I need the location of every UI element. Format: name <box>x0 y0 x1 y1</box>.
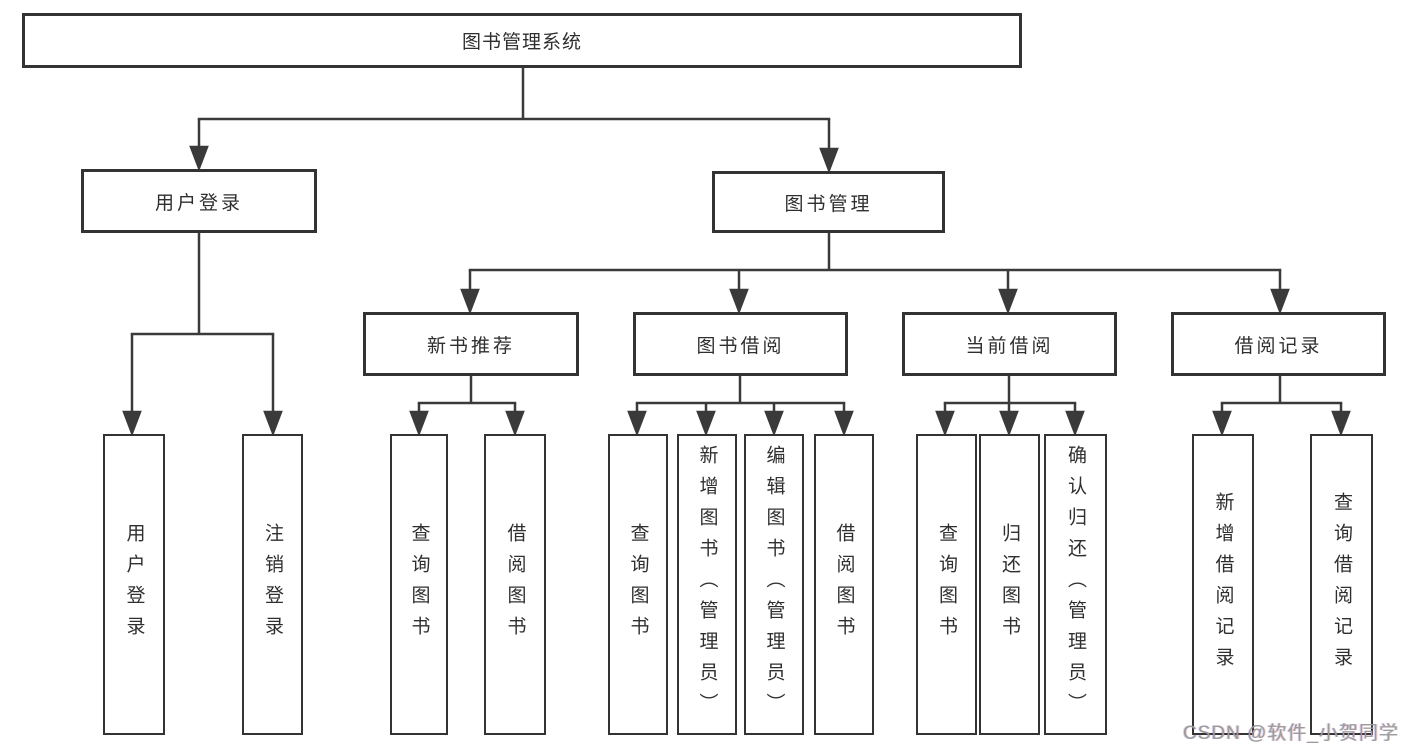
node-label: 借阅记录 <box>1234 335 1323 357</box>
leaf-label: 借阅图书 <box>504 522 526 647</box>
connector-user-login-to-leaves <box>122 233 283 437</box>
leaf-label: 用户登录 <box>123 522 145 647</box>
leaf-label: 查询图书 <box>627 522 649 647</box>
leaf-label: 归还图书 <box>999 522 1020 647</box>
connector-borrow-records-to-leaves <box>1212 376 1351 437</box>
leaf-label: 新增图书（管理员） <box>696 445 718 724</box>
leaf-label: 注销登录 <box>262 522 283 647</box>
node-book-management: 图书管理 <box>712 171 945 233</box>
connector-current-borrow-to-leaves <box>935 376 1085 437</box>
connector-book-borrow-to-leaves <box>627 376 854 437</box>
leaf-logout: 注销登录 <box>242 434 303 735</box>
leaf-add-book-admin: 新增图书（管理员） <box>677 434 737 735</box>
leaf-user-login: 用户登录 <box>103 434 165 735</box>
node-new-book-recommend: 新书推荐 <box>363 312 579 376</box>
connector-book-management-to-level2 <box>460 233 1290 315</box>
node-label: 新书推荐 <box>426 335 515 357</box>
leaf-query-books-current: 查询图书 <box>916 434 977 735</box>
node-book-borrow: 图书借阅 <box>633 312 848 376</box>
node-label: 图书借阅 <box>696 335 785 357</box>
node-user-login: 用户登录 <box>81 169 317 233</box>
csdn-watermark: CSDN @软件_小贺同学 <box>1183 723 1399 744</box>
leaf-return-book: 归还图书 <box>979 434 1040 735</box>
leaf-label: 查询借阅记录 <box>1331 491 1352 678</box>
leaf-confirm-return-admin: 确认归还（管理员） <box>1044 434 1107 735</box>
node-library-management-system: 图书管理系统 <box>22 13 1022 68</box>
leaf-label: 编辑图书（管理员） <box>763 445 785 724</box>
node-label: 图书管理系统 <box>461 32 582 53</box>
leaf-borrow-books-recommend: 借阅图书 <box>484 434 546 735</box>
leaf-label: 借阅图书 <box>833 522 855 647</box>
leaf-label: 查询图书 <box>408 522 430 647</box>
connector-new-book-recommend-to-leaves <box>409 376 525 437</box>
leaf-label: 查询图书 <box>936 522 957 647</box>
leaf-query-books-borrow: 查询图书 <box>608 434 668 735</box>
leaf-label: 确认归还（管理员） <box>1065 445 1086 724</box>
connector-root-to-level1 <box>189 68 839 174</box>
leaf-query-borrow-record: 查询借阅记录 <box>1310 434 1373 735</box>
node-current-borrow: 当前借阅 <box>902 312 1117 376</box>
leaf-label: 新增借阅记录 <box>1212 491 1234 678</box>
node-label: 用户登录 <box>154 192 243 214</box>
node-borrow-records: 借阅记录 <box>1171 312 1386 376</box>
leaf-borrow-books-borrow: 借阅图书 <box>814 434 874 735</box>
leaf-add-borrow-record: 新增借阅记录 <box>1192 434 1254 735</box>
leaf-edit-book-admin: 编辑图书（管理员） <box>744 434 804 735</box>
node-label: 当前借阅 <box>965 335 1054 357</box>
leaf-query-books-recommend: 查询图书 <box>390 434 448 735</box>
node-label: 图书管理 <box>784 193 873 215</box>
